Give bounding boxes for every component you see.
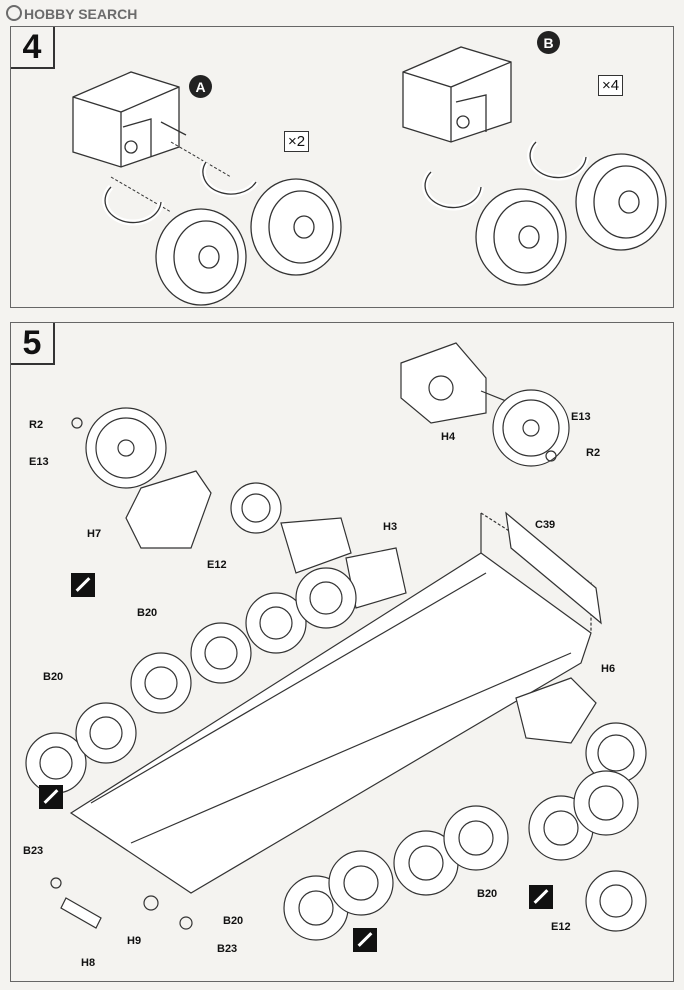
step-5-number: 5: [11, 323, 55, 365]
step-5-illustration: [25, 342, 647, 941]
part-c39-plate: [505, 511, 602, 625]
sprocket-rear-right: [585, 722, 647, 784]
callout-b: B: [537, 31, 560, 54]
label-e13-left: E13: [29, 456, 49, 468]
label-e13-right: E13: [571, 411, 591, 423]
label-b20-left: B20: [43, 671, 64, 683]
cut-marker-4: [529, 885, 553, 909]
step-4-illustration: [72, 46, 667, 306]
road-wheel-pair-step4-b: [475, 153, 667, 286]
road-wheels-top-row: [130, 567, 357, 714]
label-r2-left: R2: [29, 419, 44, 431]
label-e12-mid: E12: [207, 559, 227, 571]
part-h7-cover: [125, 470, 212, 549]
part-r2-left: [71, 417, 83, 429]
label-h9: H9: [127, 935, 142, 947]
step-4-number: 4: [11, 27, 55, 69]
label-b23-left: B23: [23, 845, 44, 857]
label-h3: H3: [383, 521, 398, 533]
multiplier-x4: ×4: [598, 75, 624, 96]
small-parts-h8-h9-b23: [50, 877, 193, 930]
road-wheel-pair-step4: [155, 178, 342, 306]
suspension-unit-a: [72, 71, 187, 168]
sprocket-e12-mid: [230, 482, 282, 534]
label-b20-bottom: B20: [223, 915, 244, 927]
label-h8: H8: [81, 957, 96, 969]
step-5-panel: 5: [10, 322, 674, 982]
label-r2-right: R2: [586, 447, 601, 459]
label-h4: H4: [441, 431, 456, 443]
part-h4-gearbox: [400, 342, 512, 424]
multiplier-x2: ×2: [284, 131, 310, 152]
hull-side-plate: [69, 512, 592, 894]
cut-marker-2: [39, 785, 63, 809]
label-h7: H7: [87, 528, 102, 540]
label-b20-right: B20: [477, 888, 498, 900]
cut-marker-1: [71, 573, 95, 597]
watermark-logo: HOBBY SEARCH: [6, 5, 137, 22]
step-4-panel: 4: [10, 26, 674, 308]
sprocket-e13-right: [492, 389, 570, 467]
label-h6: H6: [601, 663, 616, 675]
part-r2-right: [545, 450, 557, 462]
callout-a: A: [189, 75, 212, 98]
sprocket-e12-bottom: [585, 870, 647, 932]
label-b20-top: B20: [137, 607, 158, 619]
sprocket-e13-left: [85, 407, 167, 489]
watermark-text: HOBBY SEARCH: [24, 6, 138, 22]
cut-marker-3: [353, 928, 377, 952]
road-wheels-left-end: [25, 702, 137, 794]
road-wheels-bottom-row: [283, 770, 639, 941]
label-c39: C39: [535, 519, 556, 531]
label-b23-bottom: B23: [217, 943, 238, 955]
part-h6: [515, 677, 597, 744]
logo-ring-icon: [6, 5, 22, 21]
label-e12-bottom: E12: [551, 921, 571, 933]
suspension-unit-b: [402, 46, 512, 143]
